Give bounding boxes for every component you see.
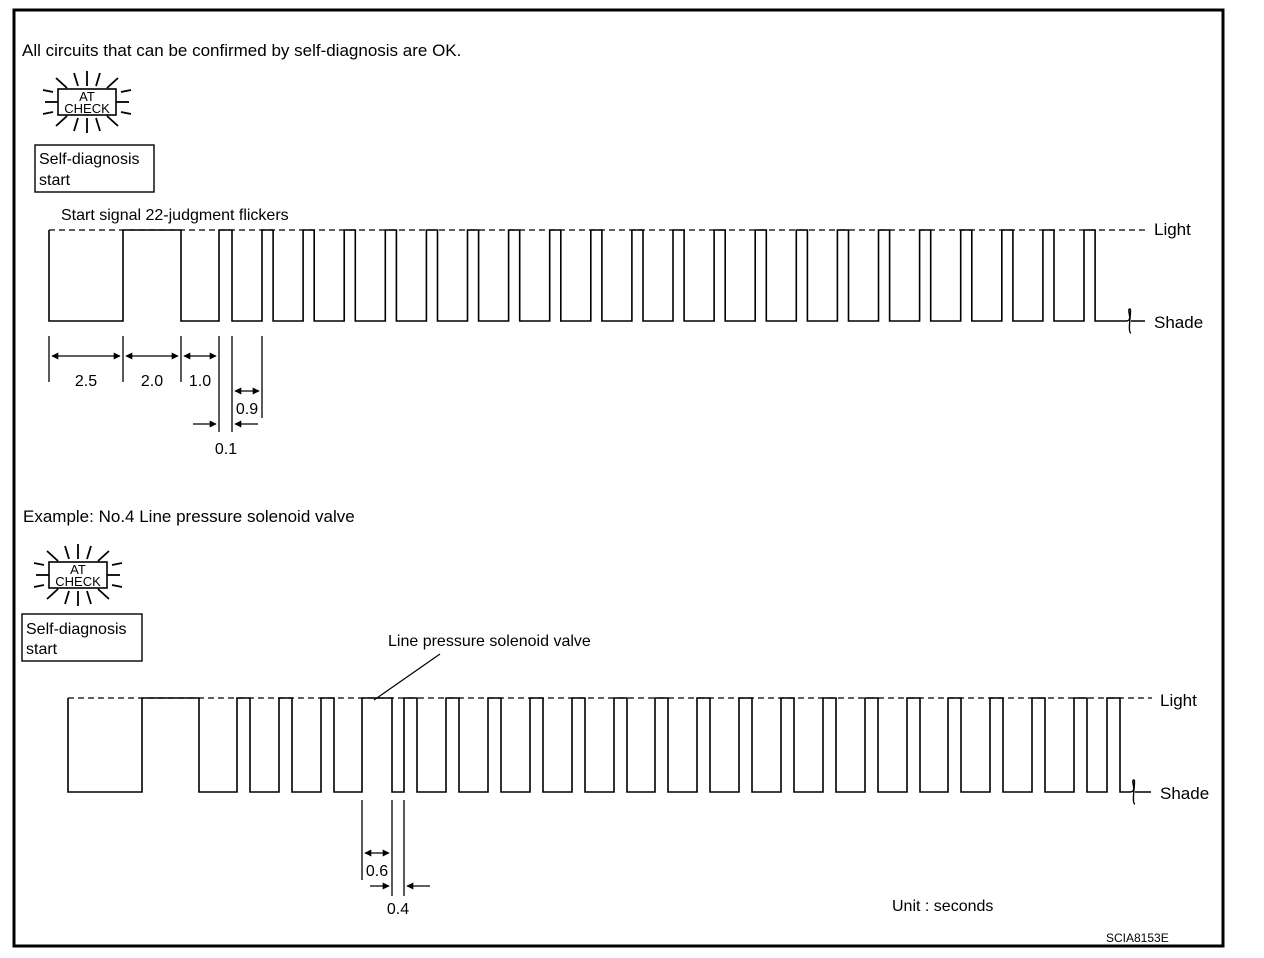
flicker-waveform — [67, 697, 1123, 793]
dim-0-9: 0.9 — [236, 401, 258, 418]
panel-all-ok: All circuits that can be confirmed by se… — [22, 41, 1203, 458]
dim-2-0: 2.0 — [141, 373, 163, 390]
start-box-line1: Self-diagnosis — [26, 621, 127, 638]
panel2-heading: Example: No.4 Line pressure solenoid val… — [23, 507, 355, 526]
dim-1-0: 1.0 — [189, 373, 211, 390]
panel-example: Example: No.4 Line pressure solenoid val… — [21, 507, 1209, 918]
dimension-lines — [48, 336, 263, 432]
figure-frame — [12, 8, 1225, 948]
dim-2-5: 2.5 — [75, 373, 97, 390]
self-diagnosis-start-box — [21, 613, 143, 662]
self-diagnosis-start-box — [34, 144, 155, 193]
start-box-line1: Self-diagnosis — [39, 151, 140, 168]
svg-text:AT: AT — [79, 89, 95, 104]
shade-level-label: Shade — [1154, 313, 1203, 332]
dim-0-1: 0.1 — [215, 441, 237, 458]
shade-break-mark — [1123, 779, 1151, 805]
start-box-line2: start — [26, 641, 58, 658]
shade-level-label: Shade — [1160, 784, 1209, 803]
unit-note: Unit : seconds — [892, 898, 993, 915]
svg-text:AT: AT — [70, 562, 86, 577]
shade-break-mark — [1118, 308, 1145, 334]
signal-label: Start signal 22-judgment flickers — [61, 207, 289, 224]
panel1-heading: All circuits that can be confirmed by se… — [22, 41, 461, 60]
at-check-lamp-flashing-icon: AT CHECK — [33, 544, 123, 606]
flicker-waveform — [48, 229, 1118, 322]
start-box-line2: start — [39, 172, 71, 189]
svg-text:CHECK: CHECK — [64, 101, 110, 116]
callout-leader — [373, 653, 441, 701]
dim-0-6: 0.6 — [366, 863, 388, 880]
svg-text:CHECK: CHECK — [55, 574, 101, 589]
dimension-lines — [361, 800, 430, 896]
dim-0-4: 0.4 — [387, 901, 409, 918]
light-level-label: Light — [1160, 691, 1197, 710]
light-level-label: Light — [1154, 220, 1191, 239]
callout-label: Line pressure solenoid valve — [388, 633, 591, 650]
figure-code: SCIA8153E — [1106, 931, 1169, 945]
at-check-lamp-flashing-icon: AT CHECK — [42, 71, 132, 133]
